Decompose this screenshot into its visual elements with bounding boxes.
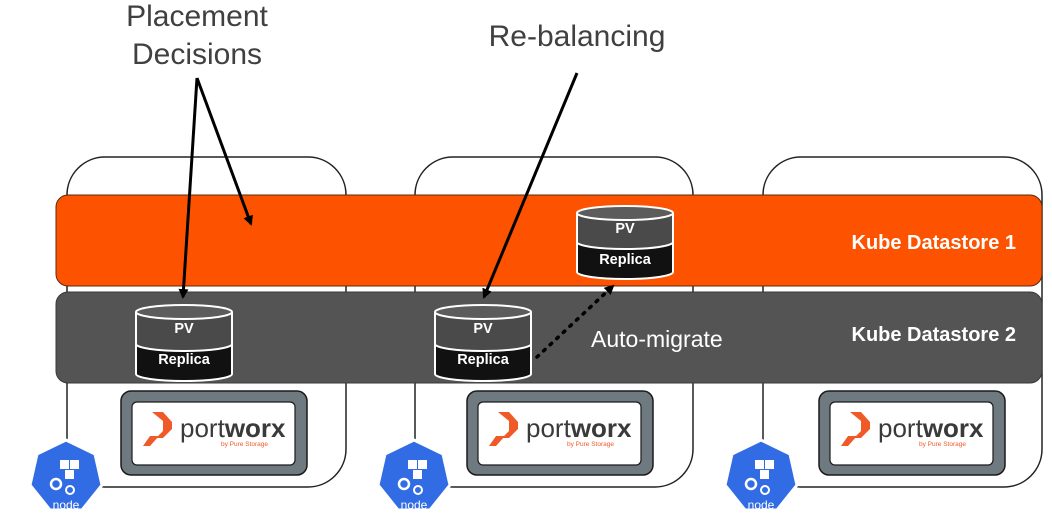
placement-arrow-2 [195, 77, 253, 226]
portworx-logo-icon [489, 412, 518, 446]
placement-label-line1: Placement [126, 0, 268, 33]
pv-replica-cylinder-2: PV Replica [434, 304, 532, 382]
node-badge-label-3: node [748, 498, 775, 512]
cylinder-1-bottom-label: Replica [158, 352, 211, 368]
portworx-tagline: by Pure Storage [221, 441, 268, 448]
portworx-wordmark: portworx [526, 413, 632, 443]
portworx-box-3: portworx by Pure Storage [818, 390, 1006, 476]
node-badge-label-1: node [53, 498, 80, 512]
cylinder-1-top-label: PV [174, 321, 194, 337]
node-badge-label-2: node [401, 498, 428, 512]
datastore-2-band [55, 291, 1043, 384]
portworx-logo-icon [143, 412, 172, 446]
portworx-box-1: portworx by Pure Storage [120, 390, 308, 476]
cylinder-3-bottom-label: Replica [599, 252, 652, 268]
portworx-wordmark: portworx [180, 413, 286, 443]
rebalancing-arrow [482, 72, 579, 299]
portworx-logo-icon [841, 412, 870, 446]
datastore-1-band [55, 194, 1043, 287]
placement-arrow-1 [178, 77, 199, 299]
portworx-tagline: by Pure Storage [919, 441, 966, 448]
pv-replica-cylinder-1: PV Replica [135, 304, 233, 382]
placement-label-line2: Decisions [132, 38, 262, 71]
portworx-box-2: portworx by Pure Storage [466, 390, 654, 476]
kubernetes-node-icon-1: node [28, 438, 104, 512]
auto-migrate-label: Auto-migrate [591, 326, 723, 352]
portworx-wordmark: portworx [878, 413, 984, 443]
auto-migrate-arrow [535, 284, 615, 359]
datastore-2-label: Kube Datastore 2 [852, 324, 1017, 346]
rebalancing-label: Re-balancing [489, 20, 666, 53]
datastore-1-label: Kube Datastore 1 [852, 232, 1017, 254]
cylinder-3-top-label: PV [615, 221, 635, 237]
kubernetes-node-icon-2: node [376, 438, 452, 512]
pv-replica-cylinder-3: PV Replica [576, 205, 674, 280]
portworx-tagline: by Pure Storage [567, 441, 614, 448]
cylinder-2-bottom-label: Replica [457, 352, 510, 368]
cylinder-2-top-label: PV [473, 321, 493, 337]
kubernetes-node-icon-3: node [723, 438, 799, 512]
